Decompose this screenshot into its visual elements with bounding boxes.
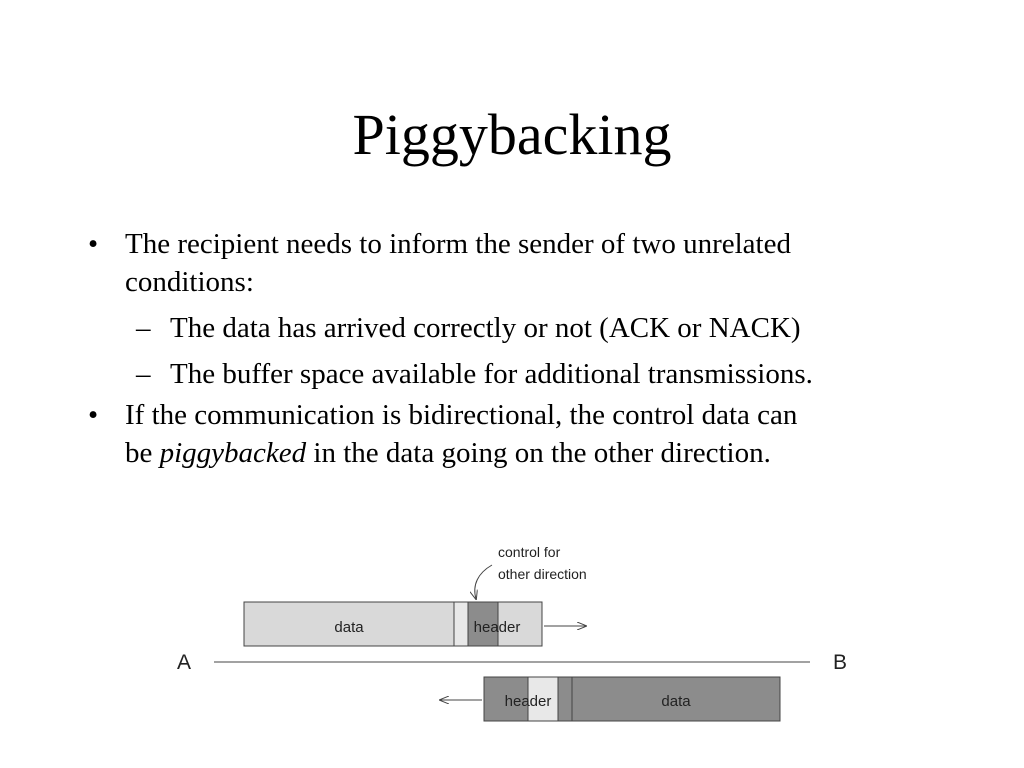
sub-bullet-ack: – The data has arrived correctly or not … [88,309,968,347]
bullet-text: If the communication is bidirectional, t… [125,399,798,431]
top-frame-control-segment [467,601,499,647]
endpoint-a-label: A [177,651,191,674]
bullet-list: • The recipient needs to inform the send… [88,225,968,472]
bullet-text: The recipient needs to inform the sender… [125,228,791,260]
bottom-frame-data-segment [571,676,781,722]
annotation-text-2: other direction [498,566,587,582]
bottom-frame-control-segment [527,676,559,722]
slide-title: Piggybacking [352,102,672,167]
bullet-marker: • [88,228,99,260]
top-frame-separator [453,601,469,647]
top-frame-data-segment [243,601,455,647]
dash-marker: – [136,312,151,344]
sub-bullet-text: The data has arrived correctly or not (A… [170,312,801,344]
dash-marker: – [136,358,151,390]
bullet-text-cont: conditions: [125,266,254,298]
endpoint-b-label: B [833,651,847,674]
annotation-arrow [475,564,493,599]
bottom-frame-data-label: data [661,693,691,710]
bullet-marker: • [88,399,99,431]
bullet-text-pre: be [125,437,160,469]
bottom-frame-header-head [483,676,529,722]
top-frame-data-label: data [334,619,364,636]
bullet-item-recipient: • The recipient needs to inform the send… [88,225,968,301]
sub-bullet-text: The buffer space available for additiona… [170,358,813,390]
top-frame-header-label: header [474,619,521,636]
bullet-text-post: in the data going on the other direction… [306,437,771,469]
top-frame-header-tail [497,601,543,647]
bottom-frame-header-label: header [505,693,552,710]
diagram-svg: control for other direction data header … [177,544,847,722]
bullet-item-bidirectional: • If the communication is bidirectional,… [88,396,968,472]
piggyback-diagram: control for other direction data header … [160,535,880,735]
sub-bullet-buffer: – The buffer space available for additio… [88,355,968,393]
bottom-frame-separator [557,676,573,722]
emphasis-term: piggybacked [159,437,307,469]
annotation-text-1: control for [498,544,561,560]
